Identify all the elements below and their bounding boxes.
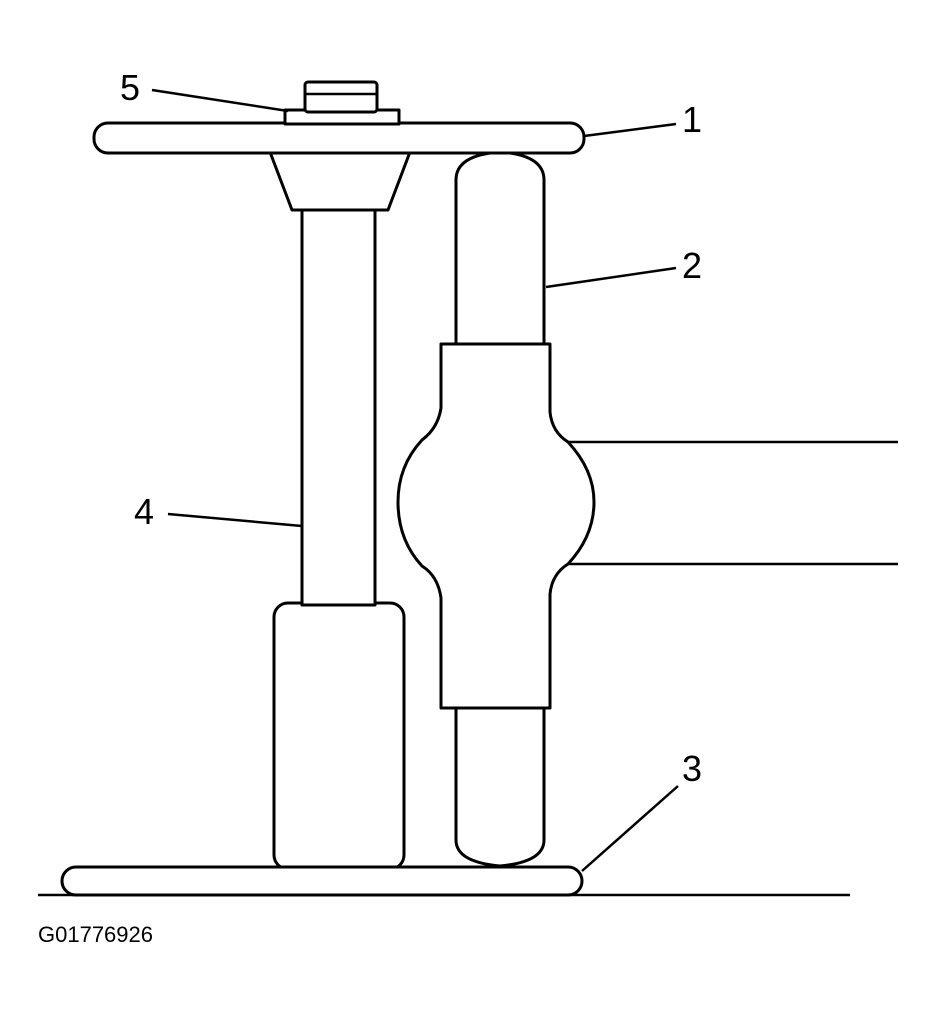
leader-line-4 (167, 512, 303, 528)
callout-label-5: 5 (120, 67, 140, 108)
leader-line-2 (545, 266, 677, 289)
leader-line-5 (151, 88, 289, 113)
shock-lower-body (272, 601, 406, 871)
callout-label-4: 4 (134, 491, 154, 532)
figure-id: G01776926 (38, 922, 153, 947)
callout-label-3: 3 (682, 748, 702, 789)
callout-label-2: 2 (682, 245, 702, 286)
spring-upper-column (454, 150, 546, 352)
spring-lower-column (454, 704, 546, 868)
shock-upper-mount-cone (268, 150, 412, 212)
axle-housing (396, 342, 596, 710)
lower-plate (60, 865, 584, 897)
leader-line-1 (583, 122, 677, 138)
callout-label-1: 1 (682, 99, 702, 140)
upper-frame-plate (92, 121, 586, 155)
leader-line-3 (581, 785, 679, 872)
nut (303, 80, 379, 114)
shock-rod (300, 206, 377, 607)
